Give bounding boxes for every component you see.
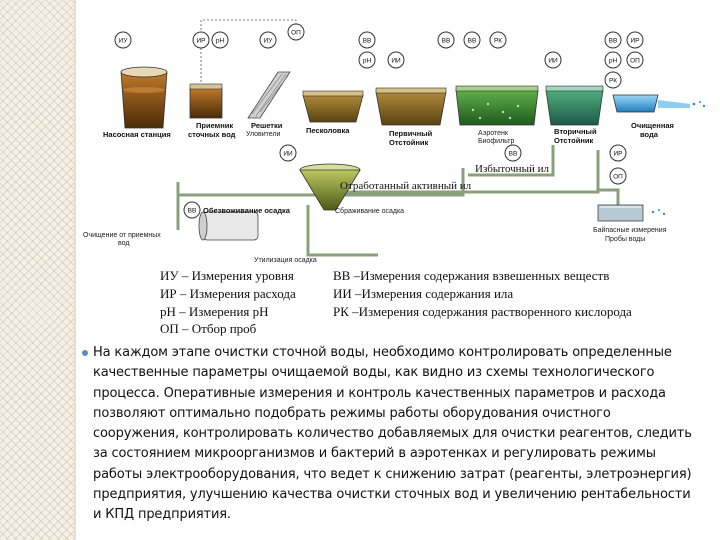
legend-ir: ИР – Измерения расхода bbox=[160, 286, 296, 301]
meter-vv-2: ВВ bbox=[437, 31, 455, 49]
secondary-settler-tank bbox=[545, 85, 604, 126]
label-excess-sludge: Избыточный ил bbox=[475, 163, 549, 175]
aeration-tank bbox=[455, 85, 539, 126]
description-paragraph: На каждом этапе очистки сточной воды, не… bbox=[93, 345, 692, 523]
svg-text:pH: pH bbox=[609, 58, 618, 65]
svg-text:ОП: ОП bbox=[291, 30, 301, 37]
svg-text:ИР: ИР bbox=[196, 38, 205, 45]
sand-trap-tank bbox=[302, 90, 364, 123]
stripe-edge bbox=[74, 0, 76, 540]
svg-text:ВВ: ВВ bbox=[509, 151, 518, 158]
primary-settler-tank bbox=[375, 87, 447, 126]
legend-vv: ВВ –Измерения содержания взвешенных веще… bbox=[333, 268, 609, 283]
meter-vv-4: ВВ bbox=[604, 31, 622, 49]
label-clean-2: вода bbox=[640, 130, 659, 139]
meter-vv-3: ВВ bbox=[463, 31, 481, 49]
bullet-point bbox=[82, 350, 88, 356]
meter-ph-2: pH bbox=[358, 51, 376, 69]
svg-text:ОП: ОП bbox=[630, 58, 640, 65]
meter-op-2: ОП bbox=[626, 51, 644, 69]
receiver-tank bbox=[189, 83, 223, 119]
meter-iu-1: ИУ bbox=[114, 31, 132, 49]
meter-vv-6: ВВ bbox=[183, 201, 201, 219]
svg-text:ИР: ИР bbox=[630, 38, 639, 45]
svg-text:ИУ: ИУ bbox=[119, 38, 129, 45]
meter-ii-2: ИИ bbox=[544, 51, 562, 69]
label-aeration-2: Биофильтр bbox=[478, 138, 514, 145]
meter-ph-3: pH bbox=[604, 51, 622, 69]
label-clean-1: Очищенная bbox=[631, 121, 674, 130]
label-dewatering: Обезвоживание осадка bbox=[203, 206, 291, 215]
meter-rk-2: РК bbox=[604, 71, 622, 89]
grates-unit bbox=[247, 71, 291, 119]
pipe-bypass bbox=[598, 188, 620, 205]
decorative-hatched-stripe bbox=[0, 0, 74, 540]
svg-text:pH: pH bbox=[216, 38, 225, 45]
svg-text:ВВ: ВВ bbox=[188, 208, 197, 215]
bypass-sample-tank bbox=[597, 204, 666, 222]
meter-op-1: ОП bbox=[287, 23, 305, 41]
label-receiver-2: сточных вод bbox=[188, 130, 236, 139]
label-spent-sludge: Отработанный активный ил bbox=[340, 180, 472, 192]
meter-op-3: ОП bbox=[609, 167, 627, 185]
label-bypass-1: Очищение от приемных bbox=[83, 232, 161, 239]
pump-station-tank bbox=[120, 66, 168, 129]
legend-ph: pH – Измерения pH bbox=[160, 304, 269, 319]
label-receiver-1: Приемник bbox=[196, 121, 233, 130]
label-bypass-meas-2: Пробы воды bbox=[605, 235, 645, 243]
meter-rk-1: РК bbox=[489, 31, 507, 49]
label-primary-2: Отстойник bbox=[389, 138, 428, 147]
label-pump-station: Насосная станция bbox=[103, 130, 171, 139]
svg-text:ИИ: ИИ bbox=[548, 58, 558, 65]
label-grates-2: Уловители bbox=[246, 131, 281, 138]
legend-op: ОП – Отбор проб bbox=[160, 321, 257, 336]
sludge-thickener-cone bbox=[299, 163, 361, 211]
svg-text:pH: pH bbox=[363, 58, 372, 65]
legend-ii: ИИ –Измерения содержания ила bbox=[333, 286, 513, 301]
meter-ir-1: ИР bbox=[192, 31, 210, 49]
label-primary-1: Первичный bbox=[389, 129, 433, 138]
pipe-excess-sludge bbox=[468, 145, 555, 177]
meter-vv-5: ВВ bbox=[504, 144, 522, 162]
pipe-dewatering bbox=[306, 205, 378, 257]
pipe-spent-sludge bbox=[328, 150, 600, 194]
meter-vv-1: ВВ bbox=[358, 31, 376, 49]
label-grates-1: Решетки bbox=[251, 121, 283, 130]
meter-ii-1: ИИ bbox=[387, 51, 405, 69]
dewatering-drum bbox=[198, 211, 259, 241]
label-secondary-2: Отстойник bbox=[554, 136, 593, 145]
label-sand-trap: Песколовка bbox=[306, 126, 350, 135]
svg-text:РК: РК bbox=[609, 78, 617, 85]
meter-ph-1: pH bbox=[211, 31, 229, 49]
legend-iu: ИУ – Измерения уровня bbox=[160, 268, 294, 283]
meter-ir-3: ИР bbox=[609, 144, 627, 162]
label-sediment: Сбраживание осадка bbox=[335, 207, 404, 215]
label-bypass-meas-1: Байпасные измерения bbox=[593, 226, 667, 234]
meter-iu-2: ИУ bbox=[259, 31, 277, 49]
legend-rk: РК –Измерения содержания растворенного к… bbox=[333, 304, 632, 319]
meter-ir-2: ИР bbox=[626, 31, 644, 49]
svg-text:ВВ: ВВ bbox=[363, 38, 372, 45]
svg-text:ИИ: ИИ bbox=[283, 151, 293, 158]
svg-text:ИР: ИР bbox=[613, 151, 622, 158]
control-link-dashed bbox=[200, 19, 297, 90]
svg-text:ИУ: ИУ bbox=[264, 38, 274, 45]
label-secondary-1: Вторичный bbox=[554, 127, 597, 136]
svg-text:РК: РК bbox=[494, 38, 502, 45]
process-diagram: ИУ ИР pH ИУ ОП ВВ pH ИИ ВВ ВВ РК ИИ ВВ И… bbox=[83, 19, 706, 336]
svg-text:ОП: ОП bbox=[613, 174, 623, 181]
svg-text:ВВ: ВВ bbox=[468, 38, 477, 45]
label-bypass-2: вод bbox=[118, 240, 129, 247]
label-aeration-1: Аэротенк bbox=[478, 130, 509, 137]
meter-ii-3: ИИ bbox=[279, 144, 297, 162]
clean-water-outlet bbox=[612, 94, 706, 113]
svg-text:ВВ: ВВ bbox=[442, 38, 451, 45]
label-disposal: Утилизация осадка bbox=[254, 257, 317, 264]
svg-text:ВВ: ВВ bbox=[609, 38, 618, 45]
svg-text:ИИ: ИИ bbox=[391, 58, 401, 65]
